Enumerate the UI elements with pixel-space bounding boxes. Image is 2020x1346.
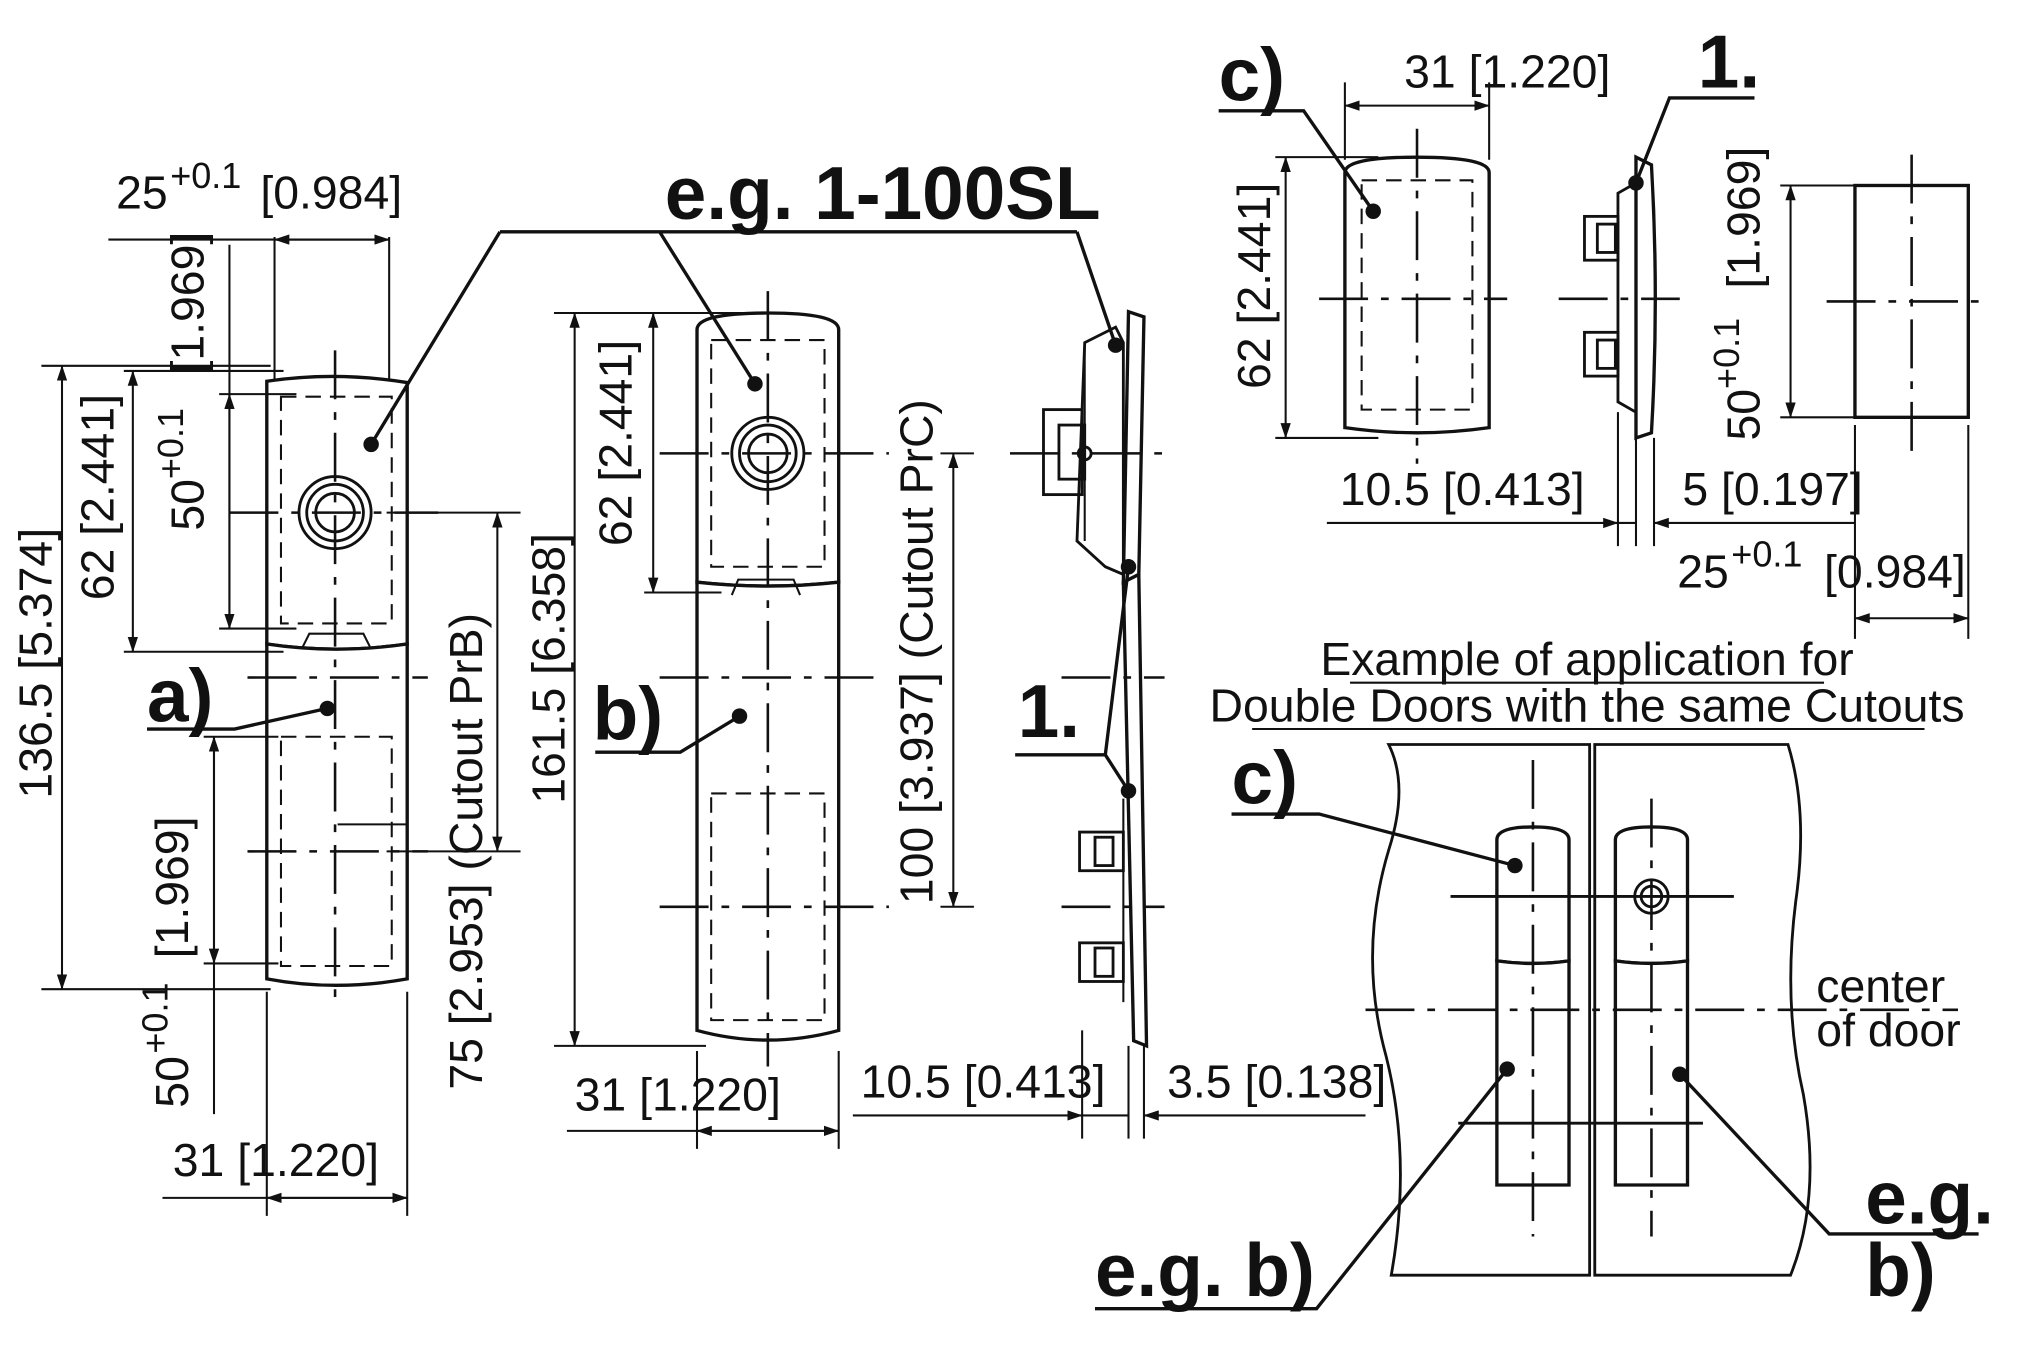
- dim-b-31: 31 [1.220]: [575, 1068, 781, 1120]
- callout-eg-b-left: e.g. b): [1095, 1228, 1315, 1312]
- callout-b-right: b): [1865, 1228, 1936, 1312]
- dim-c-width-base: 25: [1677, 545, 1729, 597]
- callout-c-door: c): [1232, 736, 1298, 820]
- dim-c-width-in: [0.984]: [1824, 545, 1966, 597]
- callout-one-side: 1.: [1018, 669, 1080, 753]
- dim-a-width-in: [0.984]: [260, 167, 402, 219]
- callout-a: a): [147, 653, 213, 737]
- side-view: 10.5 [0.413] 3.5 [0.138] e.g. 1-100SL 1.: [369, 151, 1386, 1139]
- application-title-line1: Example of application for: [1320, 633, 1853, 685]
- dim-c-height-base: 50: [1718, 389, 1770, 441]
- dim-b-100: 100 [3.937] (Cutout PrC): [891, 399, 943, 904]
- dim-c-width-tol: +0.1: [1731, 534, 1802, 575]
- dim-side-3: 3.5 [0.138]: [1167, 1055, 1386, 1107]
- view-b: 62 [2.441] 161.5 [6.358] 100 [3.937] (Cu…: [522, 291, 974, 1149]
- side-plate-upper: [1121, 309, 1146, 585]
- callout-model: e.g. 1-100SL: [665, 151, 1101, 235]
- dim-a-lower-in: [1.969]: [146, 817, 198, 959]
- dim-a-width-base: 25: [116, 167, 168, 219]
- dim-c-5: 5 [0.197]: [1682, 463, 1862, 515]
- callout-one-top: 1.: [1698, 20, 1760, 104]
- callout-eg-right: e.g.: [1865, 1156, 1994, 1240]
- left-door: [1371, 743, 1592, 1277]
- center-of-door-line1: center: [1816, 960, 1945, 1012]
- dim-a-75: 75 [2.953] (Cutout PrB): [440, 613, 492, 1090]
- dim-a-height-in: [1.969]: [162, 232, 214, 374]
- dim-b-62: 62 [2.441]: [589, 340, 641, 546]
- dim-a-lower-base: 50: [146, 1056, 198, 1108]
- view-c: 31 [1.220] 62 [2.441] c) 1. 10.5 [0.413]…: [1219, 20, 1984, 639]
- dim-c-height-tol: +0.1: [1706, 318, 1747, 389]
- dim-side-10: 10.5 [0.413]: [861, 1055, 1106, 1107]
- callout-c-top: c): [1219, 32, 1285, 116]
- dim-b-161: 161.5 [6.358]: [522, 533, 574, 804]
- callout-b: b): [593, 671, 664, 755]
- application-title-line2: Double Doors with the same Cutouts: [1210, 679, 1965, 731]
- view-a: 25 +0.1 [0.984] 50 +0.1 [1.969] 62 [2.44…: [10, 155, 521, 1216]
- dim-a-136: 136.5 [5.374]: [10, 528, 62, 799]
- dim-c-10: 10.5 [0.413]: [1340, 463, 1585, 515]
- dim-a-height-tol: +0.1: [150, 408, 191, 479]
- dim-c-62: 62 [2.441]: [1228, 183, 1280, 389]
- dim-a-width-tol: +0.1: [170, 155, 241, 196]
- dim-a-62: 62 [2.441]: [72, 394, 124, 600]
- dim-c-height-in: [1.969]: [1718, 147, 1770, 289]
- handle-a-lower: [265, 642, 409, 988]
- side-plate-lower: [1121, 571, 1149, 1049]
- dim-c-31: 31 [1.220]: [1404, 46, 1610, 98]
- dim-a-31: 31 [1.220]: [173, 1134, 379, 1186]
- dim-a-lower-tol: +0.1: [135, 982, 176, 1053]
- dim-a-height-base: 50: [162, 479, 214, 531]
- double-door-example: Example of application for Double Doors …: [1095, 633, 1994, 1312]
- center-of-door-line2: of door: [1816, 1004, 1960, 1056]
